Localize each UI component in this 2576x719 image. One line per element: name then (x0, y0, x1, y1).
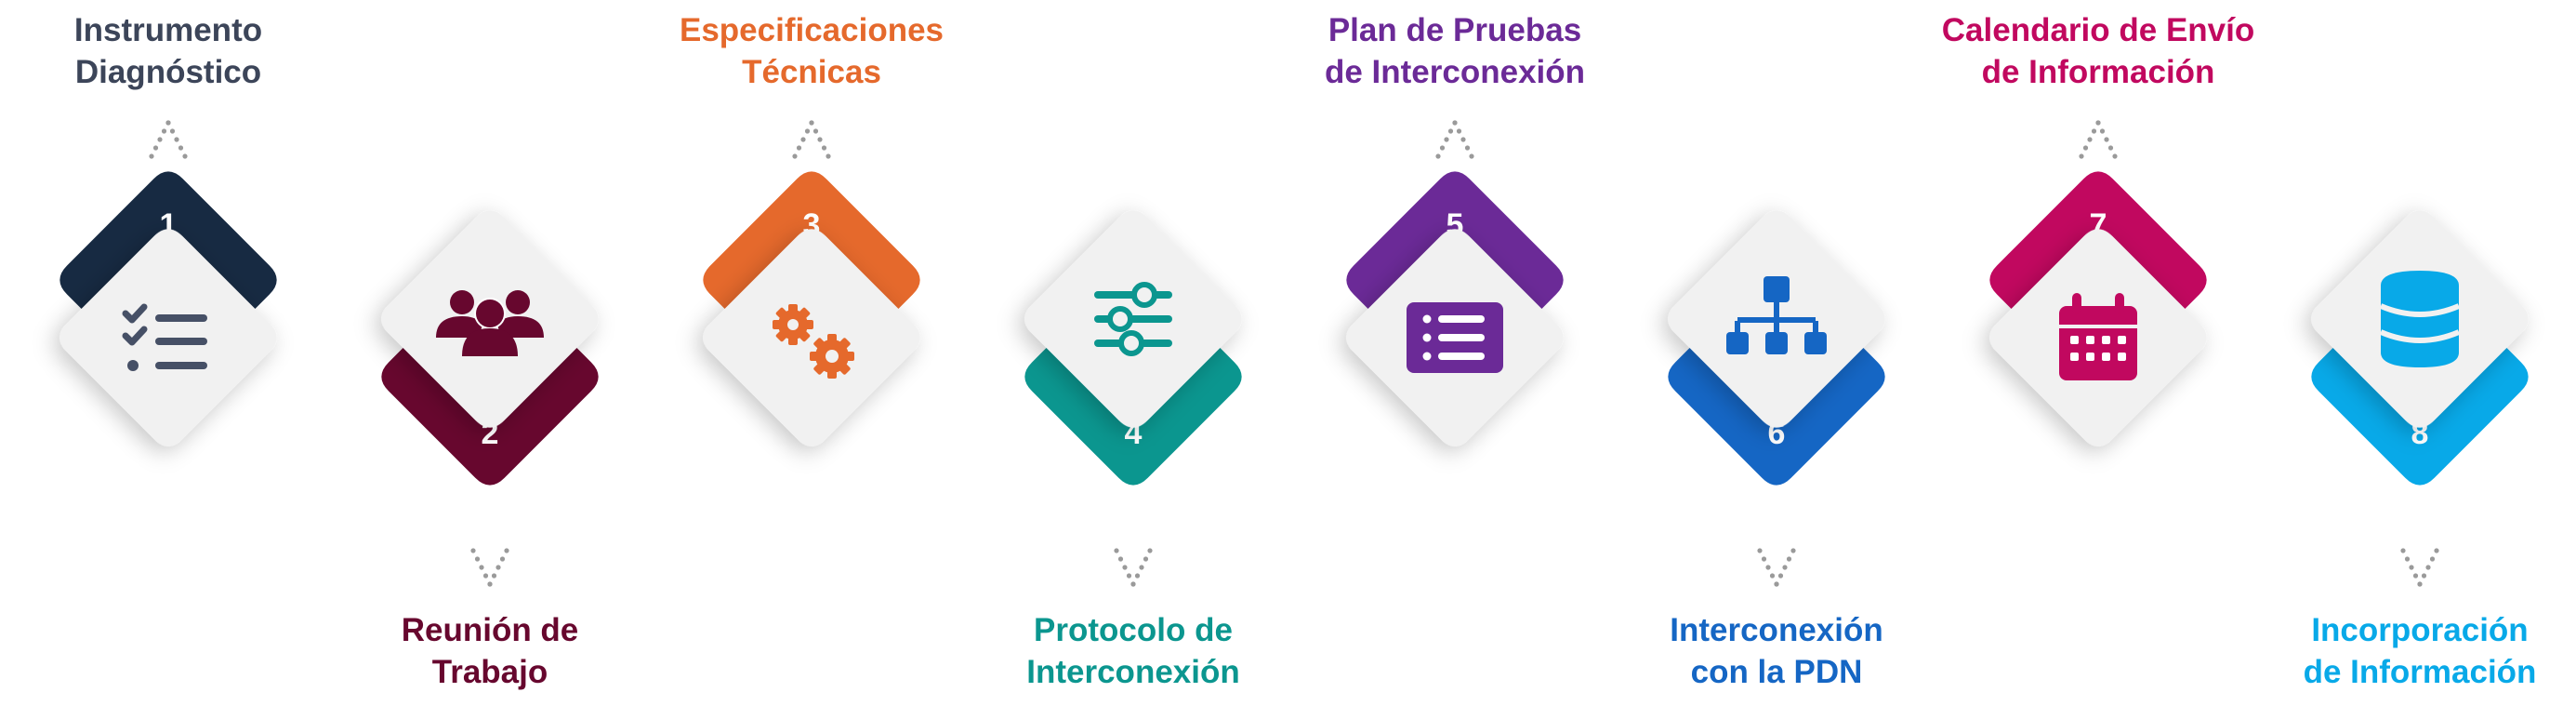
step-diamond: 2 (381, 210, 599, 486)
list-icon (1407, 302, 1503, 373)
step-title-line2: de Interconexión (1324, 54, 1586, 90)
step-title-line1: Instrumento (73, 12, 263, 48)
step-title: Plan de Pruebas de Interconexión (1238, 9, 1671, 93)
step-title: Interconexión con la PDN (1560, 609, 1993, 693)
process-step-5: Plan de Pruebas de Interconexión 5 (1294, 0, 1616, 719)
card-diamond (703, 229, 920, 446)
step-diamond: 8 (2311, 210, 2529, 486)
step-title-line2: de Información (1981, 54, 2215, 90)
chevron-down-icon (470, 548, 509, 587)
step-title-line2: con la PDN (1690, 654, 1863, 690)
step-title-line1: Plan de Pruebas (1328, 12, 1582, 48)
sliders-icon (1094, 282, 1172, 356)
step-diamond: 7 (1989, 171, 2207, 446)
chevron-down-icon (1757, 548, 1796, 587)
chevron-up-icon (2079, 120, 2118, 159)
step-title-line1: Incorporación (2311, 612, 2529, 648)
step-title-line1: Interconexión (1670, 612, 1883, 648)
step-title-line2: Trabajo (431, 654, 548, 690)
checklist-icon (122, 303, 207, 371)
process-step-6: Interconexión con la PDN 6 (1616, 0, 1937, 719)
chevron-up-icon (149, 120, 188, 159)
chevron-down-icon (1114, 548, 1153, 587)
chevron-up-icon (1435, 120, 1474, 159)
step-diamond: 1 (59, 171, 277, 446)
step-title: Reunión de Trabajo (273, 609, 707, 693)
gears-icon (773, 304, 854, 379)
step-diamond: 5 (1346, 171, 1564, 446)
step-title-line2: Técnicas (742, 54, 881, 90)
step-title-line2: Diagnóstico (74, 54, 262, 90)
step-title-line2: de Información (2303, 654, 2537, 690)
step-title: Incorporación de Información (2203, 609, 2576, 693)
chevron-up-icon (792, 120, 831, 159)
process-step-2: Reunión de Trabajo 2 (329, 0, 651, 719)
step-title: Calendario de Envío de Información (1882, 9, 2315, 93)
sitemap-icon (1726, 276, 1827, 354)
database-icon (2379, 271, 2461, 367)
step-diamond: 4 (1024, 210, 1242, 486)
team-icon (436, 290, 544, 356)
step-title-line1: Protocolo de (1034, 612, 1233, 648)
process-step-7: Calendario de Envío de Información 7 (1937, 0, 2259, 719)
step-title-line2: Interconexión (1026, 654, 1240, 690)
step-title: Protocolo de Interconexión (917, 609, 1350, 693)
step-title-line1: Especificaciones (679, 12, 945, 48)
process-step-4: Protocolo de Interconexión 4 (972, 0, 1294, 719)
step-title-line1: Reunión de (401, 612, 579, 648)
step-title-line1: Calendario de Envío (1941, 12, 2255, 48)
calendar-icon (2059, 293, 2137, 380)
process-step-8: Incorporación de Información 8 (2259, 0, 2576, 719)
step-diamond: 3 (703, 171, 920, 446)
step-diamond: 6 (1668, 210, 1885, 486)
chevron-down-icon (2400, 548, 2439, 587)
